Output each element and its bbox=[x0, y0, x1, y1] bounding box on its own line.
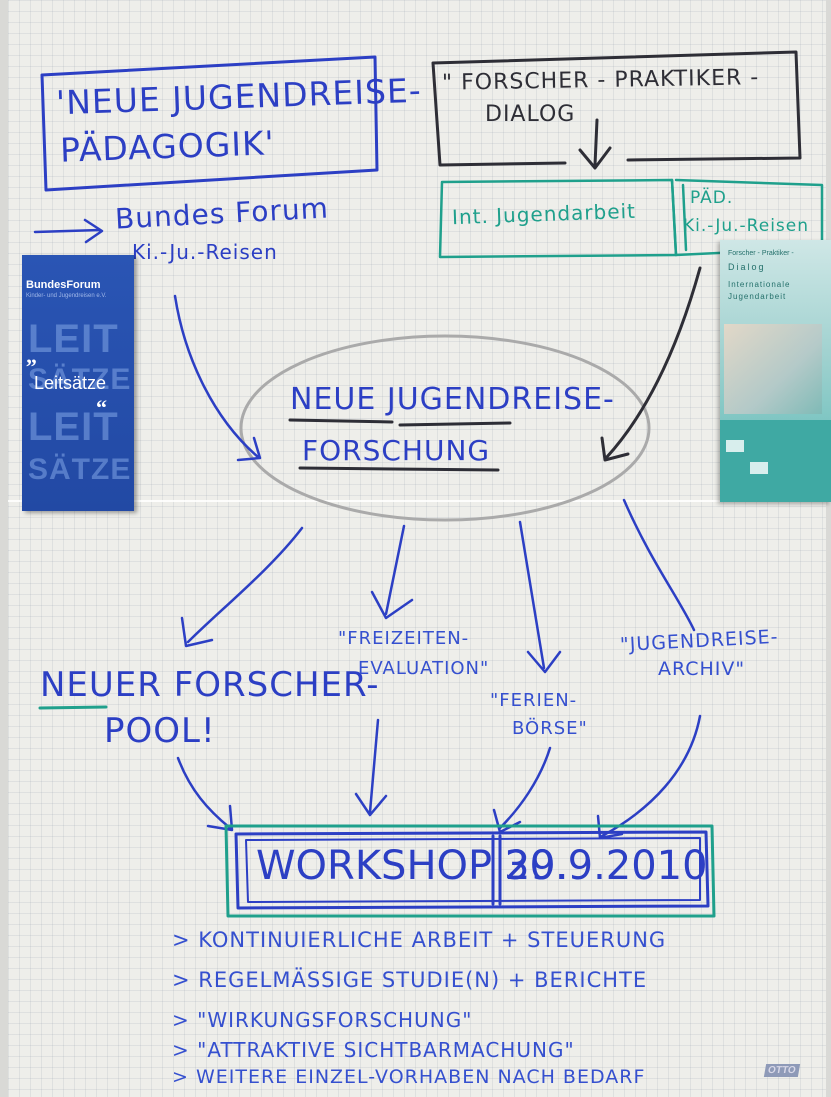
teal-box-right-label-1: PÄD. bbox=[690, 188, 734, 208]
workshop-label-b: 30.9.2010 bbox=[504, 843, 708, 889]
center-line1: NEUE JUGENDREISE- bbox=[290, 382, 615, 417]
box-right-outline bbox=[431, 50, 802, 167]
box-left-outline bbox=[40, 55, 379, 192]
pad-brand-logo: OTTO bbox=[763, 1064, 800, 1077]
dialog-down-arrow bbox=[578, 118, 612, 170]
box-left-line2: PÄDAGOGIK' bbox=[59, 123, 276, 170]
bundesforum-arrow bbox=[33, 218, 104, 244]
booklet-title: BundesForum bbox=[26, 279, 101, 291]
dialog-booklet: Forscher - Praktiker - Dialog Internatio… bbox=[720, 240, 831, 502]
box-right-line2: DIALOG bbox=[485, 102, 576, 127]
center-ellipse bbox=[239, 334, 651, 522]
teal-booklet-line-4: Jugendarbeit bbox=[728, 292, 787, 301]
booklet-subtitle: Kinder- und Jugendreisen e.V. bbox=[26, 293, 107, 299]
booklet-logo-icon bbox=[726, 440, 744, 452]
workshop-box-blue-outer bbox=[234, 830, 710, 910]
arrow-to-freizeiten bbox=[370, 524, 414, 620]
center-line2: FORSCHUNG bbox=[302, 434, 491, 467]
paper-fold-line bbox=[8, 500, 826, 502]
left-note-line2: Ki.-Ju.-Reisen bbox=[132, 240, 278, 264]
center-underline-1 bbox=[288, 418, 512, 427]
archiv-to-workshop-arrow bbox=[596, 714, 702, 840]
arrow-to-archiv bbox=[622, 498, 696, 632]
bullet-2: > REGELMÄSSIGE STUDIE(N) + BERICHTE bbox=[172, 968, 648, 992]
booklet-logo-icon bbox=[750, 462, 768, 474]
booklet-photo bbox=[724, 324, 822, 414]
teal-booklet-line-1: Forscher - Praktiker - bbox=[728, 250, 794, 257]
workshop-divider bbox=[491, 834, 502, 906]
teal-box-divider bbox=[670, 178, 688, 257]
arrow-to-ferien bbox=[518, 520, 562, 674]
neuer-underline bbox=[38, 705, 108, 710]
archiv-line2: ARCHIV" bbox=[658, 658, 746, 680]
teal-booklet-line-2: Dialog bbox=[728, 262, 766, 272]
teal-booklet-line-3: Internationale bbox=[728, 280, 791, 289]
workshop-box-teal bbox=[224, 824, 716, 918]
ferien-line1: "FERIEN- bbox=[490, 690, 578, 711]
freizeiten-line1: "FREIZEITEN- bbox=[338, 628, 470, 649]
leitsaetze-booklet: BundesForum Kinder- und Jugendreisen e.V… bbox=[22, 255, 134, 511]
freizeiten-to-workshop-arrow bbox=[354, 718, 388, 817]
booklet-bg-word-2: SÄTZE bbox=[28, 363, 132, 396]
ferien-to-workshop-arrow bbox=[492, 746, 552, 834]
left-to-center-arrow bbox=[173, 294, 262, 462]
workshop-box-blue-inner bbox=[245, 837, 701, 903]
center-underline-2 bbox=[298, 466, 500, 472]
teal-box-left-label: Int. Jugendarbeit bbox=[451, 198, 637, 230]
quote-open-icon: „ bbox=[26, 343, 37, 368]
bullet-4: > "ATTRAKTIVE SICHTBARMACHUNG" bbox=[172, 1038, 575, 1062]
pool-line2: POOL! bbox=[104, 711, 216, 751]
quote-close-icon: “ bbox=[96, 395, 107, 420]
booklet-bg-word-3: LEIT bbox=[28, 405, 119, 449]
freizeiten-line2: EVALUATION" bbox=[358, 658, 490, 679]
booklet-bottom-strip bbox=[720, 420, 831, 502]
workshop-label-a: WORKSHOP 29. bbox=[256, 843, 569, 889]
bullet-5: > WEITERE EINZEL-VORHABEN NACH BEDARF bbox=[172, 1066, 646, 1088]
teal-box-right-label-2: Ki.-Ju.-Reisen bbox=[683, 216, 810, 236]
box-right-line1: " FORSCHER - PRAKTIKER - bbox=[441, 65, 760, 96]
bullet-1: > KONTINUIERLICHE ARBEIT + STEUERUNG bbox=[172, 928, 667, 952]
booklet-label: Leitsätze bbox=[34, 373, 107, 393]
right-to-center-arrow bbox=[600, 266, 702, 462]
booklet-bg-word-1: LEIT bbox=[28, 317, 119, 361]
booklet-bg-word-4: SÄTZE bbox=[28, 453, 132, 486]
pool-line1: NEUER FORSCHER- bbox=[40, 665, 380, 705]
arrow-to-pool bbox=[180, 526, 304, 648]
pool-to-workshop-arrow bbox=[176, 756, 234, 832]
ferien-line2: BÖRSE" bbox=[512, 718, 588, 739]
bullet-3: > "WIRKUNGSFORSCHUNG" bbox=[172, 1008, 473, 1032]
